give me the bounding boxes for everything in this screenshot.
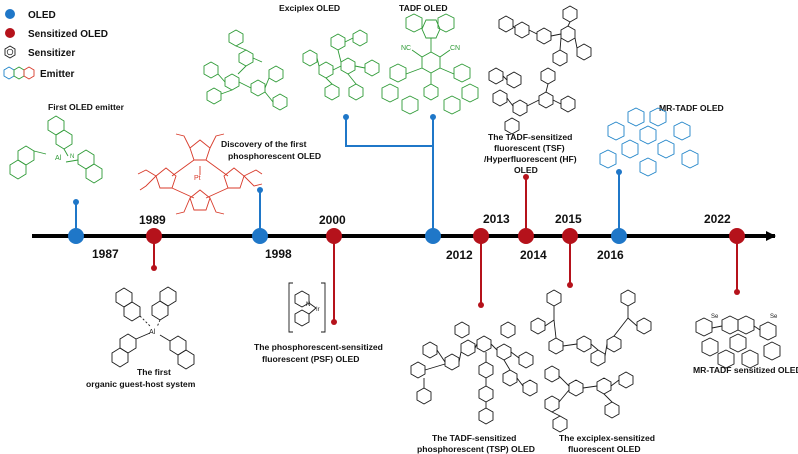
caption-tsf-line3: /Hyperfluorescent (HF) <box>484 154 577 164</box>
year-2000: 2000 <box>319 213 346 227</box>
stem-cap-2012-tadf <box>430 114 436 120</box>
tsf-structure <box>488 5 592 135</box>
caption-mr-tadf-sensitized: MR-TADF sensitized OLED <box>693 365 798 375</box>
stem-cap-2000 <box>331 319 337 325</box>
caption-guest-host-line2: organic guest-host system <box>86 379 196 389</box>
caption-tsf-line2: fluorescent (TSF) <box>494 143 565 153</box>
irppy3-n-label: N <box>306 302 310 308</box>
legend-oled-label: OLED <box>28 10 56 21</box>
alq3-n-label: N <box>70 154 74 160</box>
year-2014: 2014 <box>520 248 547 262</box>
stem-cap-1987 <box>73 199 79 205</box>
year-labels: 1987 1989 1998 2000 2012 2013 2014 2015 … <box>92 212 731 262</box>
dabna-structure <box>599 107 699 177</box>
exciplex-structure <box>203 29 380 111</box>
legend-oled-dot <box>5 9 15 19</box>
node-1989-sensitized <box>146 228 162 244</box>
ptoep-pt-label: Pt <box>194 175 201 182</box>
hexagon-inner-ring <box>6 48 14 56</box>
stem-cap-2012-exciplex <box>343 114 349 120</box>
year-1998: 1998 <box>265 247 292 261</box>
hexagon-icon <box>4 45 16 59</box>
tadf-nc-label: NC <box>401 45 411 52</box>
emitter-hexagons-icon <box>3 66 35 80</box>
year-2013: 2013 <box>483 212 510 226</box>
year-2022: 2022 <box>704 212 731 226</box>
node-2013-sensitized <box>473 228 489 244</box>
legend: OLED Sensitized OLED Sensitizer Emitter <box>3 9 108 80</box>
legend-emitter-label: Emitter <box>40 69 75 80</box>
legend-sensitizer-label: Sensitizer <box>28 48 75 59</box>
caption-mr-tadf-oled: MR-TADF OLED <box>659 103 724 113</box>
node-1998-oled <box>252 228 268 244</box>
year-2012: 2012 <box>446 248 473 262</box>
legend-sensitized-label: Sensitized OLED <box>28 29 108 40</box>
caption-psf-line2: fluorescent (PSF) OLED <box>262 354 359 364</box>
node-2000-sensitized <box>326 228 342 244</box>
mr-tadf-se-right: Se <box>770 314 778 320</box>
caption-psf-line1: The phosphorescent-sensitized <box>254 342 383 352</box>
year-2015: 2015 <box>555 212 582 226</box>
caption-exsens-line2: fluorescent OLED <box>568 444 641 454</box>
year-1989: 1989 <box>139 213 166 227</box>
stem-cap-2022 <box>734 289 740 295</box>
stem-cap-1998 <box>257 187 263 193</box>
caption-tsp-line1: The TADF-sensitized <box>432 433 516 443</box>
year-1987: 1987 <box>92 247 119 261</box>
stem-cap-2015 <box>567 282 573 288</box>
node-2014-sensitized <box>518 228 534 244</box>
captions: First OLED emitter The first organic gue… <box>48 3 798 454</box>
stem-cap-2014 <box>523 174 529 180</box>
legend-sensitized-dot <box>5 28 15 38</box>
tadf-cn-label: CN <box>450 45 460 52</box>
irppy3-structure: N Ir <box>288 282 326 333</box>
mr-tadf-sensitized-structure: Se Se <box>695 314 781 369</box>
tadf-4czipn-structure: NC CN <box>381 13 479 115</box>
year-2016: 2016 <box>597 248 624 262</box>
stem-cap-2013 <box>478 302 484 308</box>
node-1987-oled <box>68 228 84 244</box>
node-2022-sensitized <box>729 228 745 244</box>
stem-2012-exciplex <box>345 117 434 236</box>
timeline-nodes <box>68 228 745 244</box>
irppy3-ir-label: Ir <box>316 307 320 313</box>
guest-host-al-label: Al <box>149 329 156 336</box>
alq3-structure: Al N <box>9 115 103 184</box>
stems <box>73 114 740 325</box>
ptoep-structure: Pt <box>137 133 263 215</box>
caption-guest-host-line1: The first <box>137 367 171 377</box>
caption-exciplex-oled: Exciplex OLED <box>279 3 340 13</box>
caption-tadf-oled: TADF OLED <box>399 3 448 13</box>
caption-tsf-line4: OLED <box>514 165 538 175</box>
stem-cap-2016 <box>616 169 622 175</box>
caption-tsp-line2: phosphorescent (TSP) OLED <box>417 444 535 454</box>
mr-tadf-se-left: Se <box>711 314 719 320</box>
exciplex-sensitizer-structure <box>530 289 652 433</box>
alq3-al-label: Al <box>55 155 62 162</box>
stem-cap-1989 <box>151 265 157 271</box>
tsp-structure <box>410 321 538 425</box>
caption-tsf-line1: The TADF-sensitized <box>488 132 572 142</box>
caption-first-oled-emitter: First OLED emitter <box>48 102 125 112</box>
node-2016-oled <box>611 228 627 244</box>
node-2012-oled <box>425 228 441 244</box>
caption-phos-line1: Discovery of the first <box>221 139 307 149</box>
caption-phos-line2: phosphorescent OLED <box>228 151 321 161</box>
node-2015-sensitized <box>562 228 578 244</box>
caption-exsens-line1: The exciplex-sensitized <box>559 433 655 443</box>
guest-host-structure: Al <box>111 286 195 370</box>
